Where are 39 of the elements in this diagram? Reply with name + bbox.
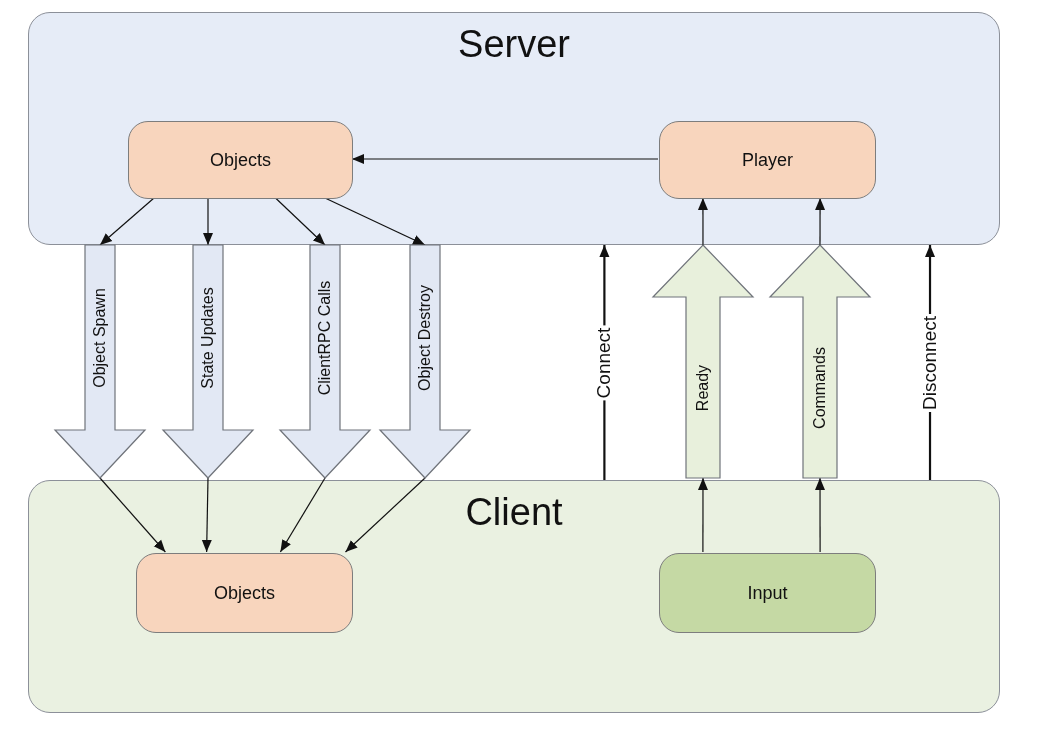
arrow <box>815 197 826 246</box>
group-title: Server <box>458 23 570 66</box>
shape-label: Commands <box>811 346 829 429</box>
arrow <box>324 197 426 246</box>
arrow <box>697 197 708 246</box>
box-label: Objects <box>214 582 275 604</box>
flow-shape <box>380 245 470 478</box>
arrow <box>274 197 326 246</box>
shape-label: Ready <box>694 364 712 411</box>
box-label: Objects <box>210 149 271 171</box>
arrow <box>925 245 935 480</box>
shape-label: Object Spawn <box>91 287 109 388</box>
rounded-box <box>659 121 876 199</box>
shape-label: Object Destroy <box>416 284 434 391</box>
group-title: Client <box>465 491 563 534</box>
box-label: Input <box>747 582 788 604</box>
rounded-box <box>136 553 353 633</box>
flow-shape <box>163 245 253 478</box>
arrow <box>201 477 212 553</box>
arrow <box>599 245 610 480</box>
arrow <box>344 477 426 553</box>
box-label: Player <box>742 149 793 171</box>
arrow <box>351 154 659 164</box>
rounded-box <box>659 553 876 633</box>
flow-shape <box>55 245 145 478</box>
arrow <box>99 477 166 553</box>
shape-label: State Updates <box>199 286 217 389</box>
arrow <box>698 477 708 553</box>
shape-label: ClientRPC Calls <box>316 280 334 395</box>
flow-shape <box>653 245 753 478</box>
group-panel <box>28 12 1000 245</box>
arrow <box>99 197 155 246</box>
group-panel <box>28 480 1000 713</box>
arrow <box>815 477 825 553</box>
flow-shape <box>280 245 370 478</box>
rounded-box <box>128 121 353 199</box>
flow-shape <box>770 245 870 478</box>
arrow <box>203 197 213 246</box>
arrow <box>279 477 326 553</box>
